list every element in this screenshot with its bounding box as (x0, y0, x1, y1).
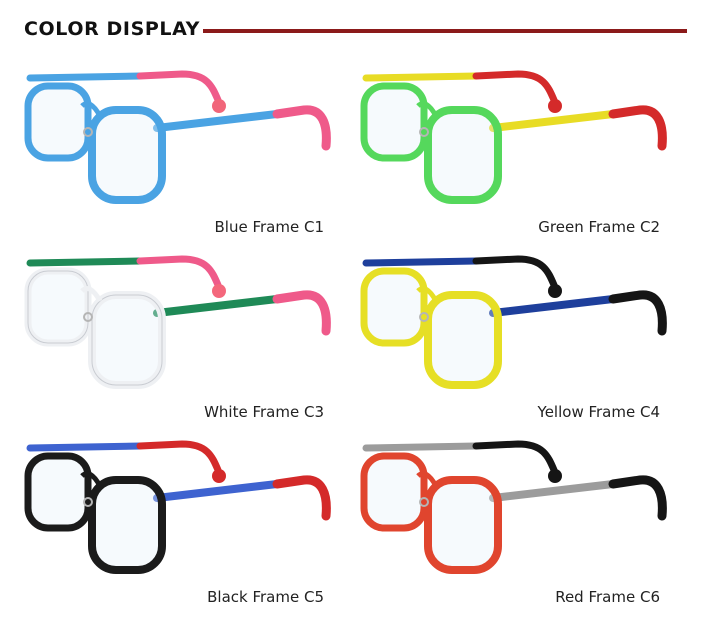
far-temple-tip (548, 284, 562, 298)
left-lens-rim (24, 267, 92, 347)
far-temple-front (26, 442, 144, 452)
right-lens-rim (88, 106, 166, 204)
frame-label: Red Frame C6 (555, 588, 660, 606)
far-temple-front (26, 72, 144, 82)
left-lens-rim (24, 82, 92, 162)
far-temple-tip (548, 99, 562, 113)
near-temple-front (489, 480, 617, 502)
product-card-c6[interactable]: Red Frame C6 (358, 436, 688, 621)
frame-label: Blue Frame C1 (214, 218, 324, 236)
near-temple-front (489, 110, 617, 132)
left-lens-outline (27, 270, 89, 344)
near-temple-back (272, 105, 331, 151)
section-title: COLOR DISPLAY (24, 18, 200, 40)
near-temple-back (608, 105, 667, 151)
near-temple-back (608, 475, 667, 521)
frame-label: Green Frame C2 (538, 218, 660, 236)
glasses-illustration (24, 255, 331, 389)
far-temple-back (472, 70, 558, 104)
near-temple-front (489, 295, 617, 317)
product-card-c2[interactable]: Green Frame C2 (358, 66, 688, 251)
bridge (416, 286, 439, 303)
far-temple-front (362, 257, 480, 267)
right-lens-rim (424, 476, 502, 574)
near-temple-back (608, 290, 667, 336)
product-card-c3[interactable]: White Frame C3 (22, 251, 352, 436)
frame-label: Yellow Frame C4 (537, 403, 660, 421)
right-lens-rim (424, 291, 502, 389)
far-temple-tip (212, 99, 226, 113)
far-temple-front (362, 72, 480, 82)
far-temple-tip (548, 469, 562, 483)
product-card-c1[interactable]: Blue Frame C1 (22, 66, 352, 251)
far-temple-back (136, 70, 222, 104)
right-lens-rim (88, 476, 166, 574)
left-lens-rim (360, 267, 428, 347)
nose-pad (83, 497, 93, 507)
left-lens-rim (24, 452, 92, 532)
left-lens-rim (360, 82, 428, 162)
section-header: COLOR DISPLAY (24, 16, 688, 46)
far-temple-tip (212, 284, 226, 298)
far-temple-tip (212, 469, 226, 483)
near-temple-back (272, 290, 331, 336)
near-temple-back (272, 475, 331, 521)
glasses-illustration (360, 255, 667, 389)
left-lens-rim (360, 452, 428, 532)
right-lens-rim (424, 106, 502, 204)
far-temple-front (26, 257, 144, 267)
right-lens-rim (88, 291, 166, 389)
nose-pad (419, 127, 429, 137)
frame-label: Black Frame C5 (207, 588, 324, 606)
glasses-illustration (24, 440, 331, 574)
far-temple-back (472, 440, 558, 474)
bridge (80, 471, 103, 488)
glasses-illustration (24, 70, 331, 204)
product-card-c5[interactable]: Black Frame C5 (22, 436, 352, 621)
bridge (416, 101, 439, 118)
near-temple-front (153, 295, 281, 317)
nose-pad (83, 127, 93, 137)
frame-label: White Frame C3 (204, 403, 324, 421)
near-temple-front (153, 110, 281, 132)
bridge (416, 471, 439, 488)
far-temple-back (136, 255, 222, 289)
bridge (80, 286, 103, 303)
product-card-c4[interactable]: Yellow Frame C4 (358, 251, 688, 436)
nose-pad (419, 312, 429, 322)
glasses-illustration (360, 440, 667, 574)
bridge (80, 101, 103, 118)
far-temple-front (362, 442, 480, 452)
nose-pad (419, 497, 429, 507)
right-lens-outline (91, 294, 163, 386)
far-temple-back (136, 440, 222, 474)
far-temple-back (472, 255, 558, 289)
glasses-illustration (360, 70, 667, 204)
header-rule (203, 29, 687, 33)
near-temple-front (153, 480, 281, 502)
nose-pad (83, 312, 93, 322)
